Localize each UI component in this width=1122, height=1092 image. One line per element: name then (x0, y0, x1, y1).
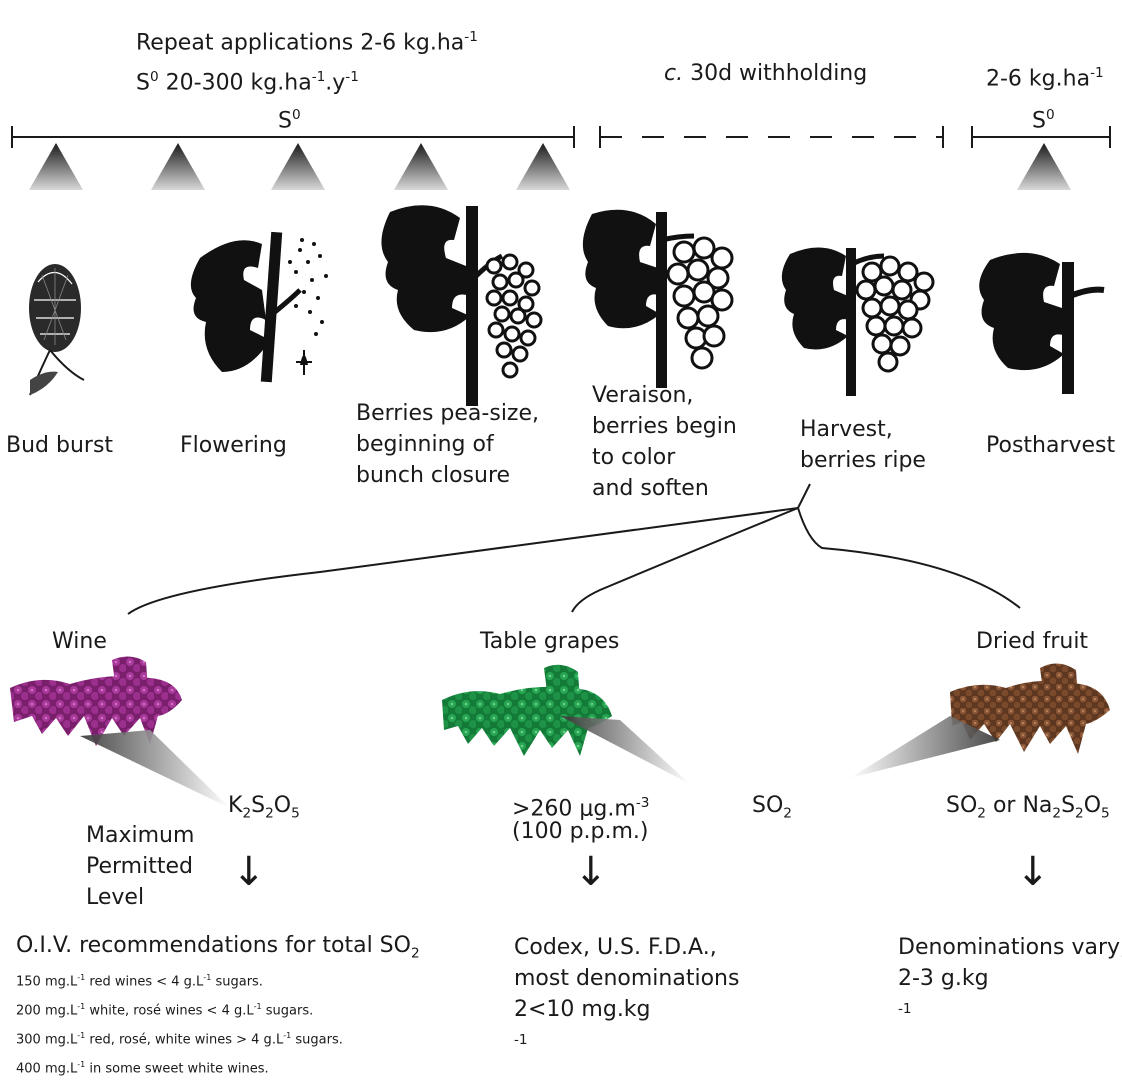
application-timeline (11, 126, 1111, 148)
spray-triangle (29, 143, 83, 190)
oiv-row: 200 mg.L-1 white, rosé wines < 4 g.L-1 s… (16, 1002, 314, 1019)
chem-table-concentration: >260 μg.m-3 (512, 795, 650, 822)
stage-postharvest: Postharvest (986, 433, 1116, 458)
pea-size-illustration (381, 205, 543, 406)
medium-berries (666, 236, 734, 370)
sulfur-rate-label: S0 20-300 kg.ha-1.y-1 (136, 69, 359, 96)
wine-cone (80, 730, 230, 808)
product-wine: Wine (52, 629, 107, 654)
main-bar-label: S0 (278, 107, 301, 134)
chem-table-ppm: (100 p.p.m.) (512, 819, 649, 844)
flower-cluster-dots (288, 238, 328, 336)
spray-triangle (1017, 143, 1071, 190)
oiv-row: 150 mg.L-1 red wines < 4 g.L-1 sugars. (16, 973, 263, 990)
withholding-label: c. 30d withholding (664, 61, 868, 86)
bud-burst-illustration (29, 264, 85, 396)
repeat-applications-label: Repeat applications 2-6 kg.ha-1 (136, 29, 478, 56)
dried-limits: Denominations vary, 2-3 g.kg-1 (898, 935, 1122, 1017)
table-arrow: ↓ (574, 849, 608, 895)
oiv-heading: O.I.V. recommendations for total SO2 (16, 933, 420, 962)
spray-triangle (271, 143, 325, 190)
small-berries (485, 253, 543, 379)
veraison-illustration (582, 209, 734, 388)
postharvest-illustration (979, 252, 1105, 394)
product-table-grapes: Table grapes (480, 629, 620, 654)
spray-triangle (151, 143, 205, 190)
postharvest-bar-label: S0 (1032, 107, 1055, 134)
stage-bud-burst: Bud burst (6, 433, 114, 458)
spray-triangle (394, 143, 448, 190)
flowering-illustration (190, 231, 328, 383)
dried-fruit-cluster (950, 663, 1110, 754)
chem-dried-sulfites: SO2 or Na2S2O5 (946, 793, 1110, 822)
dried-cone (850, 716, 1000, 778)
chem-potassium-metabisulfite: K2S2O5 (228, 793, 300, 822)
stage-flowering: Flowering (180, 433, 287, 458)
spray-triangles (29, 143, 1071, 190)
wine-arrow: ↓ (232, 849, 266, 895)
ripe-berries (855, 255, 935, 373)
harvest-branches (127, 483, 1021, 615)
spray-triangle (516, 143, 570, 190)
oiv-row: 400 mg.L-1 in some sweet white wines. (16, 1060, 269, 1077)
table-grapes-cluster (442, 664, 612, 756)
table-limits: Codex, U.S. F.D.A.,most denominations 2<… (514, 935, 740, 1048)
stage-harvest: Harvest,berries ripe (800, 417, 926, 473)
oiv-row: 300 mg.L-1 red, rosé, white wines > 4 g.… (16, 1031, 343, 1048)
dried-arrow: ↓ (1016, 849, 1050, 895)
harvest-illustration (781, 247, 935, 396)
postharvest-rate-label: 2-6 kg.ha-1 (986, 65, 1104, 92)
wine-grapes-cluster (10, 656, 182, 746)
product-dried-fruit: Dried fruit (976, 629, 1089, 654)
chem-so2: SO2 (752, 793, 792, 822)
table-cone (560, 716, 690, 784)
